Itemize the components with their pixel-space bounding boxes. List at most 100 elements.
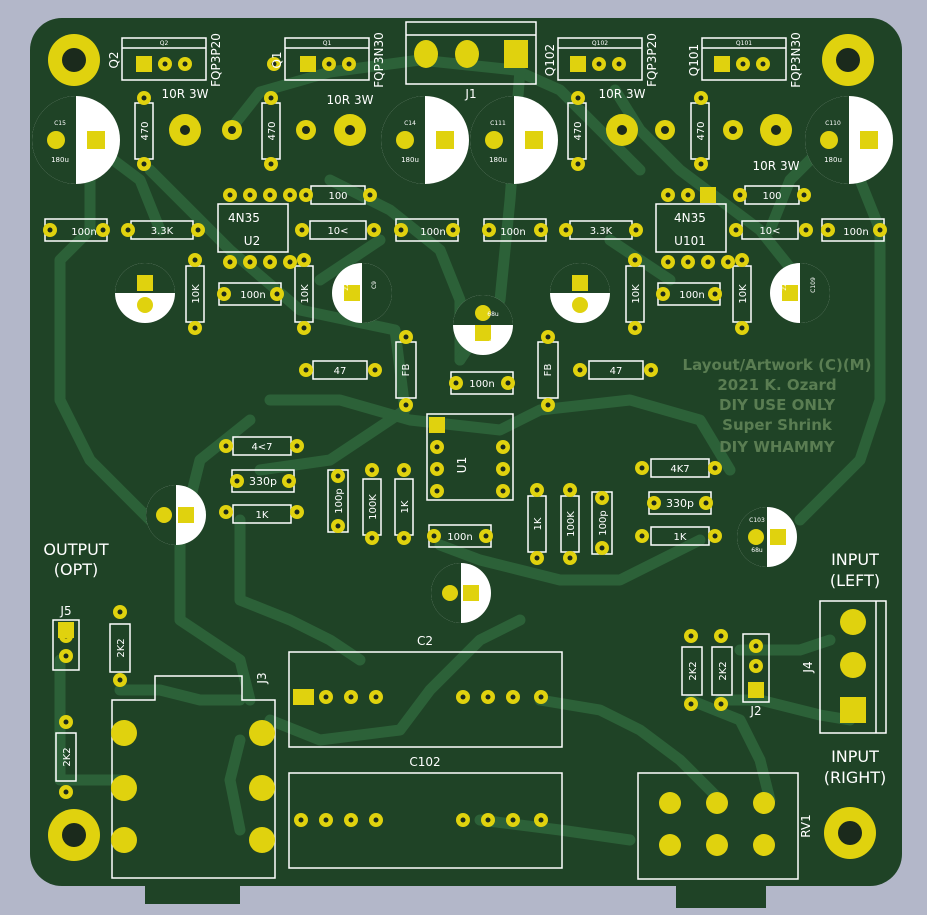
svg-text:47: 47 — [610, 366, 623, 377]
part-q101: FQP3N30 — [789, 32, 803, 87]
pad-hole — [803, 227, 809, 233]
ref-j1: J1 — [464, 87, 476, 101]
artwork-credit: Layout/Artwork (C)(M) 2021 K. Ozard DIY … — [683, 356, 872, 456]
pad-hole — [688, 701, 694, 707]
svg-text:22u: 22u — [781, 279, 788, 291]
ref-rv1: RV1 — [799, 814, 813, 838]
svg-text:470: 470 — [573, 121, 584, 140]
pad-hole — [286, 478, 292, 484]
svg-text:C9: C9 — [371, 281, 378, 289]
pad-hole — [651, 500, 657, 506]
svg-text:FB: FB — [543, 364, 554, 377]
svg-text:FB: FB — [401, 364, 412, 377]
svg-text:2K2: 2K2 — [688, 661, 699, 680]
svg-text:2K2: 2K2 — [116, 638, 127, 657]
ref-c102: C102 — [409, 755, 440, 769]
pad-hole — [632, 257, 638, 263]
input-left-sub: (LEFT) — [830, 571, 880, 590]
pad-hole — [348, 694, 354, 700]
pad-hole — [500, 444, 506, 450]
pad-hole — [703, 500, 709, 506]
pad-hole — [234, 478, 240, 484]
cap-c111 — [470, 96, 558, 184]
pad-hole — [453, 380, 459, 386]
pad-hole — [100, 227, 106, 233]
pad-hole — [326, 61, 332, 67]
pad-hole — [599, 545, 605, 551]
pad-hole — [303, 367, 309, 373]
pad-hole — [698, 95, 704, 101]
pad-hole — [401, 467, 407, 473]
pad-hole — [567, 555, 573, 561]
r-10r-3w-right-a — [606, 114, 675, 146]
pad-hole — [483, 533, 489, 539]
svg-text:C14: C14 — [404, 120, 416, 127]
pad-hole — [403, 334, 409, 340]
part-q1: FQP3N30 — [372, 32, 386, 87]
svg-text:C15: C15 — [54, 120, 66, 127]
ref-q1: Q1 — [270, 51, 284, 68]
ref-q2: Q2 — [107, 51, 121, 68]
q2-outline — [121, 37, 207, 81]
pad-hole — [434, 444, 440, 450]
input-right-label: INPUT — [831, 747, 879, 766]
pad-hole — [117, 677, 123, 683]
pad-hole — [223, 509, 229, 515]
pad-hole — [740, 61, 746, 67]
silkscreen-text: Q2 Q1 Q102 Q101 FQP3P20 FQP3N30 FQP3P20 … — [43, 32, 886, 838]
pad-hole — [718, 633, 724, 639]
svg-text:68u: 68u — [465, 577, 477, 584]
cap-c110 — [805, 96, 893, 184]
pad-hole — [500, 488, 506, 494]
j2-outline — [742, 633, 770, 703]
pad-square — [570, 56, 586, 72]
pads — [43, 56, 887, 827]
ref-j5: J5 — [59, 604, 71, 618]
svg-text:10R 3W: 10R 3W — [327, 93, 374, 107]
pad-hole — [268, 95, 274, 101]
svg-text:C106: C106 — [560, 295, 567, 311]
pad-hole — [403, 402, 409, 408]
pad-hole — [563, 227, 569, 233]
svg-text:180u: 180u — [489, 156, 507, 164]
pad-square — [700, 187, 716, 203]
pad-hole — [323, 694, 329, 700]
pad-hole — [712, 533, 718, 539]
pad-square — [293, 689, 309, 705]
svg-text:68u: 68u — [487, 311, 499, 318]
connector-notch — [145, 872, 240, 904]
ref-j3: J3 — [255, 672, 269, 684]
svg-text:100n: 100n — [679, 290, 704, 301]
u2-outline — [217, 203, 289, 253]
pad-hole — [685, 259, 691, 265]
pad-hole — [616, 61, 622, 67]
svg-text:10K: 10K — [191, 284, 202, 304]
pad-square — [58, 622, 74, 638]
pad-hole — [47, 227, 53, 233]
pad-hole — [182, 61, 188, 67]
pad-hole — [323, 817, 329, 823]
svg-text:4<7: 4<7 — [251, 442, 272, 453]
svg-text:10<: 10< — [327, 226, 348, 237]
svg-text:3.3K: 3.3K — [590, 226, 613, 237]
pad-hole — [660, 291, 666, 297]
svg-text:C3: C3 — [182, 523, 190, 530]
r-10r-3w-right-b — [723, 114, 792, 146]
rv1-outline — [637, 772, 799, 880]
pad-hole — [346, 61, 352, 67]
svg-text:Q101: Q101 — [736, 40, 752, 47]
svg-text:180u: 180u — [824, 156, 842, 164]
pad-hole — [545, 402, 551, 408]
pad-hole — [287, 259, 293, 265]
pad-hole — [369, 535, 375, 541]
pad-hole — [739, 257, 745, 263]
pad-hole — [63, 653, 69, 659]
pad-hole — [596, 61, 602, 67]
cap-c7 — [431, 563, 491, 623]
pad-hole — [274, 291, 280, 297]
pad-hole — [538, 227, 544, 233]
q101-outline — [701, 37, 787, 81]
pad-hole — [371, 227, 377, 233]
pad-hole — [247, 259, 253, 265]
